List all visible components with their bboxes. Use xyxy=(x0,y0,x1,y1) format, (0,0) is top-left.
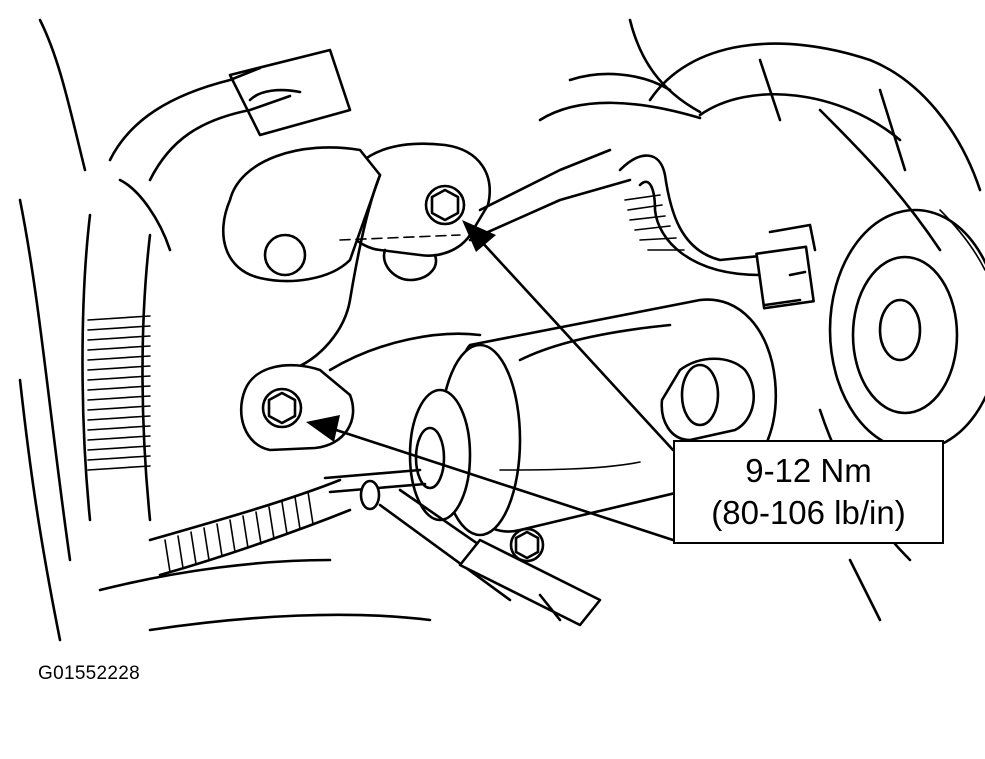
mounting-bracket xyxy=(222,142,632,372)
engine-background xyxy=(18,18,985,642)
pulley-housing xyxy=(818,208,985,622)
lower-bolt xyxy=(261,387,303,429)
wire-harness-lower xyxy=(98,478,432,632)
linkage-rod xyxy=(323,468,602,627)
torque-imperial: (80-106 lb/in) xyxy=(711,494,906,531)
torque-callout: 9-12 Nm (80-106 lb/in) xyxy=(673,440,944,544)
wire-harness-left xyxy=(81,48,352,522)
torque-metric: 9-12 Nm xyxy=(745,452,872,489)
upper-arrowhead xyxy=(462,220,496,252)
upper-bolt xyxy=(424,184,466,226)
bracket-bolt xyxy=(509,527,545,563)
electrical-connector xyxy=(618,154,817,310)
figure-id: G01552228 xyxy=(38,663,141,684)
leader-arrows xyxy=(306,220,675,542)
lower-arrowhead xyxy=(306,415,340,442)
